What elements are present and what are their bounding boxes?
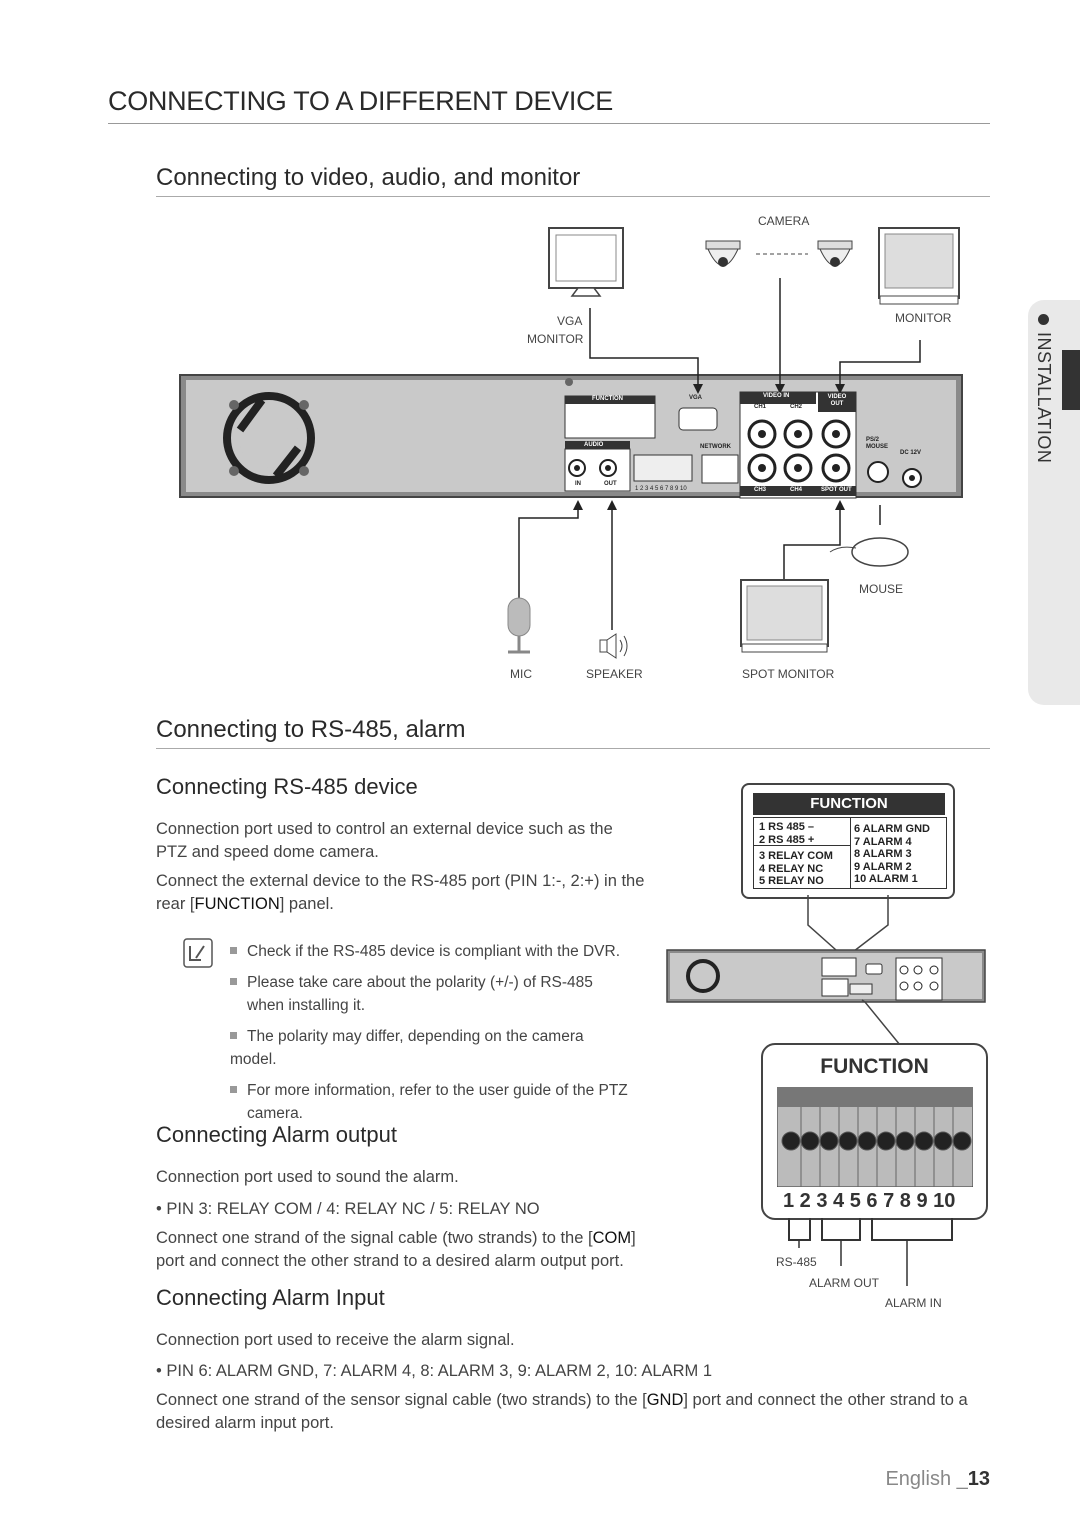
section-rule <box>156 196 990 197</box>
rs485-paragraph-1: Connection port used to control an exter… <box>156 820 613 861</box>
note-list: Check if the RS-485 device is compliant … <box>230 940 630 1125</box>
alarm-in-terminal-label: ALARM IN <box>885 1296 942 1310</box>
camera-label: CAMERA <box>758 214 810 228</box>
panel-video-in-label: VIDEO IN <box>763 393 790 399</box>
small-panel-icon <box>666 949 986 1003</box>
function-table: FUNCTION 1 RS 485 – 2 RS 485 + 3 RELAY C… <box>741 783 955 899</box>
mic-icon <box>507 597 531 654</box>
function-right-col: 6 ALARM GND 7 ALARM 4 8 ALARM 3 9 ALARM … <box>854 823 930 885</box>
panel-ch1-label: CH1 <box>754 404 767 410</box>
tab-dot <box>1038 314 1049 325</box>
vga-monitor-label: MONITOR <box>527 332 584 346</box>
panel-video-out-label: VIDEO OUT <box>827 394 847 407</box>
side-tab: INSTALLATION <box>1028 300 1080 705</box>
note-item: For more information, refer to the user … <box>230 1079 630 1125</box>
page-footer: English _13 <box>885 1468 990 1491</box>
alarm-input-heading: Connecting Alarm Input <box>156 1285 385 1310</box>
alarm-output-paragraph: Connection port used to sound the alarm. <box>156 1168 459 1186</box>
vga-label: VGA <box>557 314 583 328</box>
panel-audio-label: AUDIO <box>584 442 604 448</box>
alarm-input-pins: • PIN 6: ALARM GND, 7: ALARM 4, 8: ALARM… <box>156 1362 713 1380</box>
page-number: 13 <box>967 1468 990 1490</box>
tab-marker <box>1062 350 1080 410</box>
panel-function-label: FUNCTION <box>592 396 623 402</box>
panel-vga-label: VGA <box>689 395 703 401</box>
panel-in-label: IN <box>575 481 581 487</box>
section-heading-video: Connecting to video, audio, and monitor <box>156 164 581 191</box>
panel-ch2-label: CH2 <box>790 404 803 410</box>
dvr-rear-panel <box>179 374 963 499</box>
alarm-output-heading: Connecting Alarm output <box>156 1122 397 1147</box>
camera-icon-1 <box>705 240 741 267</box>
vga-monitor-icon <box>548 227 624 297</box>
function-left-col: 1 RS 485 – 2 RS 485 + 3 RELAY COM 4 RELA… <box>759 821 833 887</box>
panel-pins-label: 1 2 3 4 5 6 7 8 9 10 <box>635 486 687 492</box>
side-tab-label: INSTALLATION <box>1034 332 1054 464</box>
spot-monitor-icon <box>740 579 829 653</box>
panel-ch4-label: CH4 <box>790 487 803 493</box>
title-rule <box>108 123 990 124</box>
section-rule <box>156 748 990 749</box>
mouse-label: MOUSE <box>859 582 904 596</box>
panel-ch3-label: CH3 <box>754 487 767 493</box>
page-title: CONNECTING TO A DIFFERENT DEVICE <box>108 86 613 116</box>
monitor-label: MONITOR <box>895 311 952 325</box>
mic-label: MIC <box>510 667 532 681</box>
monitor-icon <box>878 227 960 305</box>
function-table-grid: 1 RS 485 – 2 RS 485 + 3 RELAY COM 4 RELA… <box>753 817 947 889</box>
terminal-pin-numbers: 1 2 3 4 5 6 7 8 9 10 <box>783 1190 956 1212</box>
alarm-input-paragraph: Connection port used to receive the alar… <box>156 1331 515 1349</box>
speaker-label: SPEAKER <box>586 667 643 681</box>
spot-monitor-label: SPOT MONITOR <box>742 667 835 681</box>
connector-lines <box>518 278 921 630</box>
panel-network-label: NETWORK <box>700 444 731 450</box>
connection-diagram <box>179 227 963 659</box>
function-table-title: FUNCTION <box>753 793 945 815</box>
rs485-heading: Connecting RS-485 device <box>156 774 418 799</box>
alarm-output-pins: • PIN 3: RELAY COM / 4: RELAY NC / 5: RE… <box>156 1200 540 1218</box>
note-item: Check if the RS-485 device is compliant … <box>230 940 630 963</box>
panel-out-label: OUT <box>604 481 617 487</box>
footer-language: English _ <box>885 1468 968 1490</box>
camera-icon-2 <box>817 240 853 267</box>
panel-dc-label: DC 12V <box>900 450 922 456</box>
function-terminal: FUNCTION <box>761 1043 988 1220</box>
alarm-out-terminal-label: ALARM OUT <box>809 1276 880 1290</box>
panel-ps2-label: PS/2 MOUSE <box>866 437 889 450</box>
function-terminal-title: FUNCTION <box>820 1055 929 1078</box>
section-heading-rs485: Connecting to RS-485, alarm <box>156 716 466 743</box>
arrowheads <box>573 384 845 510</box>
rs485-paragraph-2: Connect the external device to the RS-48… <box>156 872 645 913</box>
note-item: Please take care about the polarity (+/-… <box>230 971 630 1017</box>
speaker-icon <box>599 633 628 659</box>
terminal-brackets <box>788 1218 953 1286</box>
panel-spot-out-label: SPOT OUT <box>821 487 852 493</box>
note-icon <box>183 938 213 968</box>
note-item: The polarity may differ, depending on th… <box>230 1028 584 1068</box>
alarm-output-instructions: Connect one strand of the signal cable (… <box>156 1229 636 1270</box>
alarm-input-instructions: Connect one strand of the sensor signal … <box>156 1391 968 1432</box>
rs485-terminal-label: RS-485 <box>776 1255 817 1269</box>
function-callouts <box>666 895 986 1046</box>
terminal-block-icon <box>777 1087 973 1187</box>
mouse-icon <box>829 537 909 567</box>
